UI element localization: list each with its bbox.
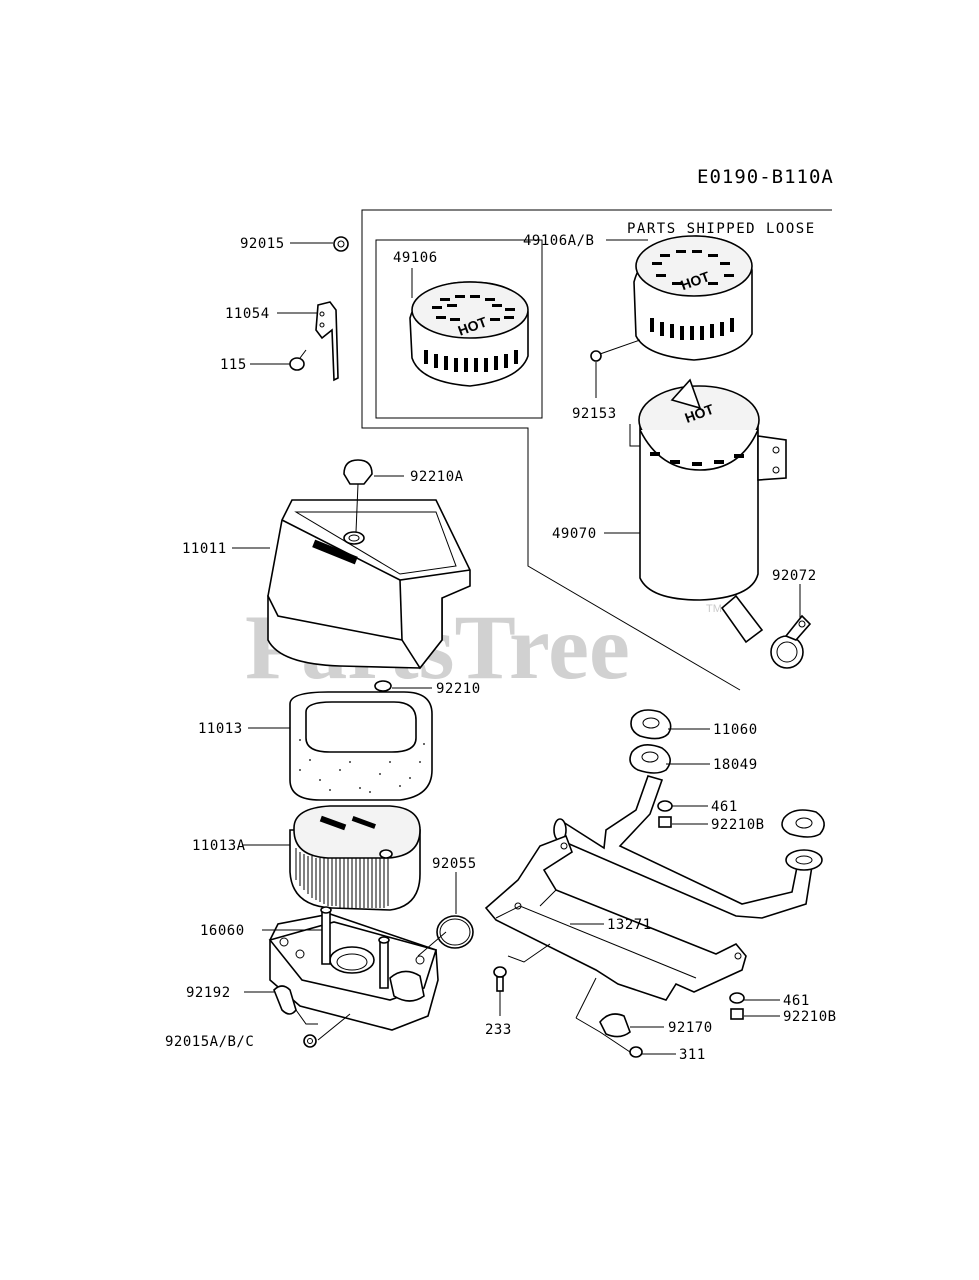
- label-11013: 11013: [198, 721, 243, 737]
- gasket-outlet[interactable]: [781, 809, 825, 838]
- label-49106: 49106: [393, 250, 438, 266]
- nut-311[interactable]: [629, 1046, 643, 1058]
- label-92055: 92055: [432, 856, 477, 872]
- nut-461-upper[interactable]: [657, 800, 673, 812]
- exhaust-pipe[interactable]: [553, 775, 823, 919]
- label-92192: 92192: [186, 985, 231, 1001]
- label-49070: 49070: [552, 526, 597, 542]
- label-92210a: 92210A: [410, 469, 464, 485]
- label-92210: 92210: [436, 681, 481, 697]
- bolt-233[interactable]: [493, 966, 507, 992]
- base-plate-16060[interactable]: [268, 906, 439, 1031]
- label-16060: 16060: [200, 923, 245, 939]
- label-11013a: 11013A: [192, 838, 246, 854]
- leader-lines: [232, 239, 801, 1055]
- label-92210b-upper: 92210B: [711, 817, 765, 833]
- muffler-cover-49106ab[interactable]: HOT: [633, 235, 753, 361]
- clip-92170[interactable]: [599, 1013, 631, 1038]
- nut-92210b-upper[interactable]: [658, 816, 672, 828]
- label-13271: 13271: [607, 917, 652, 933]
- label-92210b-lower: 92210B: [783, 1009, 837, 1025]
- clamp-92072[interactable]: [770, 614, 812, 669]
- bolt-92015[interactable]: [333, 236, 349, 252]
- label-311: 311: [679, 1047, 706, 1063]
- muffler-49070[interactable]: HOT: [638, 378, 787, 644]
- o-ring-92055[interactable]: [436, 915, 474, 949]
- bolt-92015abc[interactable]: [303, 1034, 317, 1048]
- air-cleaner-cover-11011[interactable]: [267, 499, 471, 670]
- label-18049: 18049: [713, 757, 758, 773]
- pre-filter-11013[interactable]: [289, 691, 433, 801]
- loose-parts-note: PARTS SHIPPED LOOSE: [627, 221, 816, 237]
- nut-92210b-lower[interactable]: [730, 1008, 744, 1020]
- trademark: TM: [706, 603, 722, 615]
- nut-461-lower[interactable]: [729, 992, 745, 1004]
- label-233: 233: [485, 1022, 512, 1038]
- filter-element-11013a[interactable]: [289, 805, 421, 911]
- muffler-cover-49106[interactable]: HOT: [409, 281, 529, 387]
- label-92153: 92153: [572, 406, 617, 422]
- label-115: 115: [220, 357, 247, 373]
- diagram-code: E0190-B110A: [697, 166, 834, 188]
- knob-92210a[interactable]: [343, 459, 373, 533]
- label-11011: 11011: [182, 541, 227, 557]
- gasket-18049[interactable]: [629, 744, 671, 774]
- loose-parts-boundary: [361, 209, 832, 691]
- label-92072: 92072: [772, 568, 817, 584]
- gasket-11060[interactable]: [630, 709, 672, 740]
- label-92015: 92015: [240, 236, 285, 252]
- bracket-13271[interactable]: [484, 834, 747, 1001]
- label-11054: 11054: [225, 306, 270, 322]
- label-92170: 92170: [668, 1020, 713, 1036]
- label-49106ab: 49106A/B: [523, 233, 594, 249]
- label-11060: 11060: [713, 722, 758, 738]
- label-461-lower: 461: [783, 993, 810, 1009]
- bracket-11054[interactable]: [315, 301, 339, 382]
- label-461-upper: 461: [711, 799, 738, 815]
- bolt-115[interactable]: [289, 349, 307, 371]
- label-92015abc: 92015A/B/C: [165, 1034, 254, 1050]
- screw-92153[interactable]: [590, 339, 641, 362]
